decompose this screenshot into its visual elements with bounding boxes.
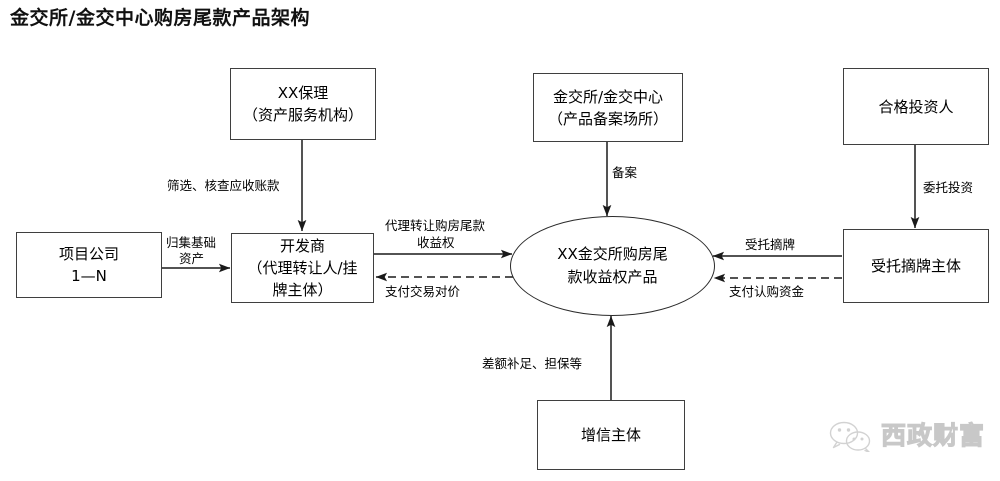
node-project-company-line2: 1—N xyxy=(71,267,107,285)
node-developer-line2: （代理转让人/挂 xyxy=(247,259,358,277)
node-bidder[interactable]: 受托摘牌主体 xyxy=(843,229,989,303)
node-exchange-line1: 金交所/金交中心 xyxy=(552,87,664,106)
node-investor-line1: 合格投资人 xyxy=(878,97,954,116)
page-title: 金交所/金交中心购房尾款产品架构 xyxy=(10,7,310,29)
edge-label-collect-assets-line2: 资产 xyxy=(179,251,205,266)
node-product-line2: 款收益权产品 xyxy=(567,268,658,286)
edge-label-agency-transfer-line2: 收益权 xyxy=(417,235,455,250)
node-factoring-line2: （资产服务机构） xyxy=(242,106,363,124)
node-project-company[interactable]: 项目公司 1—N xyxy=(16,232,162,298)
node-product[interactable]: XX金交所购房尾 款收益权产品 xyxy=(510,216,715,316)
edge-label-agency-transfer-line1: 代理转让购房尾款 xyxy=(385,218,486,233)
node-developer-line3: 牌主体） xyxy=(272,281,333,299)
node-investor[interactable]: 合格投资人 xyxy=(843,68,989,145)
node-exchange-line2: （产品备案场所） xyxy=(547,109,668,128)
node-bidder-line1: 受托摘牌主体 xyxy=(870,257,961,275)
edge-label-filing: 备案 xyxy=(612,165,638,180)
node-developer[interactable]: 开发商 （代理转让人/挂 牌主体） xyxy=(231,233,374,303)
node-credit-enhancer-line1: 增信主体 xyxy=(580,426,641,444)
wechat-icon xyxy=(829,421,871,452)
watermark: 西政财富 xyxy=(828,420,985,452)
node-project-company-line1: 项目公司 xyxy=(58,245,119,263)
edge-label-pay-consideration: 支付交易对价 xyxy=(385,284,461,299)
edge-label-entrusted-bid: 受托摘牌 xyxy=(745,237,796,252)
node-exchange[interactable]: 金交所/金交中心 （产品备案场所） xyxy=(533,73,683,142)
edge-label-entrusted-investment: 委托投资 xyxy=(923,180,974,195)
edge-label-pay-subscription: 支付认购资金 xyxy=(729,284,805,299)
node-credit-enhancer[interactable]: 增信主体 xyxy=(537,400,685,470)
node-factoring[interactable]: XX保理 （资产服务机构） xyxy=(230,68,376,140)
watermark-text: 西政财富 xyxy=(880,420,986,450)
edge-label-collect-assets-line1: 归集基础 xyxy=(166,235,217,250)
node-product-line1: XX金交所购房尾 xyxy=(557,245,668,263)
node-developer-line1: 开发商 xyxy=(279,237,325,255)
node-factoring-line1: XX保理 xyxy=(277,84,329,102)
edge-label-screen-receivables: 筛选、核查应收账款 xyxy=(167,178,280,193)
edge-label-difference-guarantee: 差额补足、担保等 xyxy=(482,356,583,371)
